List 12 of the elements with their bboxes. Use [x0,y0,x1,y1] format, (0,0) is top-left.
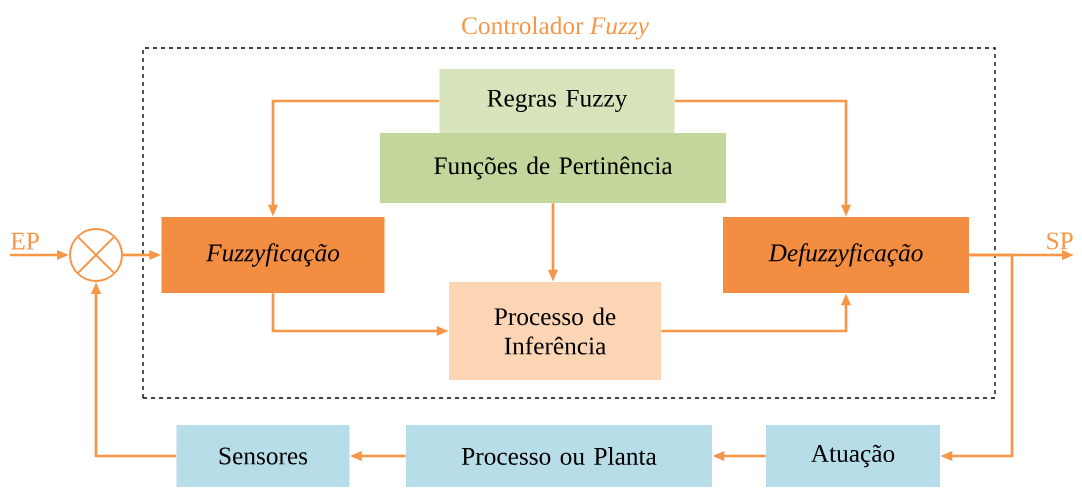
process-box: Sensores [176,425,350,487]
output-label: SP [1047,232,1073,250]
process-box: Fuzzyficação [161,217,385,293]
process-box: Funções de Pertinência [380,133,726,203]
process-box: Processo de Inferência [449,282,661,380]
summing-junction [69,228,123,282]
rules-box: Regras Fuzzy [439,69,675,133]
process-box: Defuzzyficação [723,217,969,293]
node-label: Controlador Fuzzy [462,16,649,40]
process-box: Processo ou Planta [406,425,712,487]
input-label: EP [11,232,39,250]
process-box: Atuação [766,425,940,487]
